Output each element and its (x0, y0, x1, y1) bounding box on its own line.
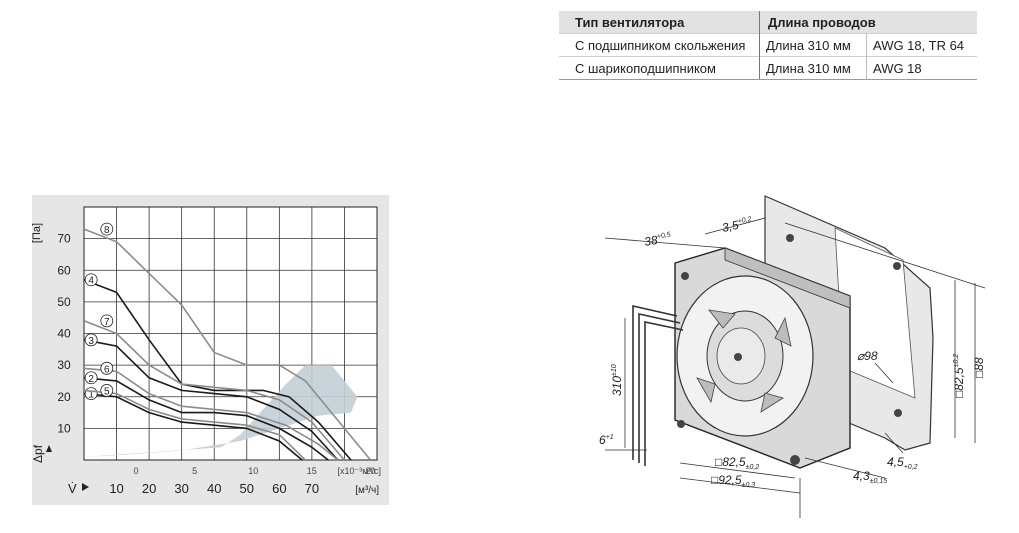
curve-label-5: 5 (104, 386, 110, 397)
x-bottom-tick-label: 60 (272, 481, 286, 496)
table-cell: Длина 310 мм (759, 56, 867, 80)
y-tick-label: 30 (57, 358, 71, 372)
y-axis-arrow (46, 445, 52, 452)
frame-hole (894, 409, 902, 417)
x-top-tick-label: 5 (192, 466, 197, 476)
table-header-row: Тип вентилятора Длина проводов (559, 11, 977, 34)
curve-2 (83, 377, 329, 461)
y-unit-label: [Па] (32, 223, 43, 243)
housing-top-edge (724, 247, 851, 309)
table-row: С подшипником скольжения Длина 310 мм AW… (559, 33, 977, 57)
x-top-unit: [x10⁻³м³/с] (338, 466, 381, 476)
cable-wires (632, 304, 684, 466)
table-cell: С подшипником скольжения (559, 33, 760, 57)
x-top-tick-label: 10 (248, 466, 258, 476)
mount-hole (677, 420, 685, 428)
x-bottom-tick-label: 40 (207, 481, 221, 496)
dim-82-5-bottom: □82,5±0,2 (715, 455, 759, 471)
x-top-tick-label: 15 (307, 466, 317, 476)
curve-marker-3 (84, 333, 98, 347)
table-cell: AWG 18 (866, 56, 977, 80)
y-tick-label: 20 (57, 390, 71, 404)
mount-hole (681, 272, 689, 280)
frame-hole (893, 262, 901, 270)
y-tick-label: 70 (57, 232, 71, 246)
x-top-tick-label: 20 (365, 466, 375, 476)
curve-label-8: 8 (104, 225, 110, 236)
x-bottom-unit: [м³/ч] (355, 485, 379, 496)
curve-label-6: 6 (104, 364, 110, 375)
curve-marker-8 (100, 222, 114, 236)
dim-4-3: 4,3±0,15 (853, 469, 887, 485)
dim-3-5: 3,5+0,2 (721, 215, 754, 235)
fan-blades (696, 309, 792, 413)
x-bottom-tick-label: 20 (142, 481, 156, 496)
dim-38: 38+0,5 (643, 230, 672, 249)
hub-center (734, 353, 742, 361)
x-top-tick-label: 0 (133, 466, 138, 476)
curve-label-2: 2 (88, 374, 94, 385)
curve-4 (83, 278, 352, 461)
dim-310: 310±10 (610, 364, 624, 396)
header-fan-type: Тип вентилятора (559, 11, 760, 34)
dim-92-5: □92,5±0,3 (711, 473, 755, 489)
curve-label-1: 1 (88, 390, 94, 401)
curve-3 (83, 339, 339, 461)
dim-6: 6+1 (599, 433, 614, 447)
y-tick-label: 60 (57, 263, 71, 277)
mount-hole (790, 455, 800, 465)
table-cell: AWG 18, TR 64 (866, 33, 977, 57)
x-bottom-tick-label: 30 (174, 481, 188, 496)
curve-marker-4 (84, 273, 98, 287)
curve-1 (83, 392, 303, 461)
curve-label-7: 7 (104, 317, 110, 328)
curve-label-3: 3 (88, 336, 94, 347)
table-cell: Длина 310 мм (759, 33, 867, 57)
dim-82-5-side: □82,5±0,2 (952, 354, 966, 398)
curve-label-4: 4 (88, 276, 94, 287)
y-tick-label: 50 (57, 295, 71, 309)
curve-5 (83, 389, 306, 461)
x-bottom-tick-label: 50 (240, 481, 254, 496)
x-bottom-tick-label: 70 (305, 481, 319, 496)
x-axis-arrow (82, 483, 89, 491)
x-axis-symbol: V̇ (68, 481, 77, 496)
operating-zone (84, 365, 358, 457)
dim-88: □88 (972, 357, 986, 378)
table-cell: С шарикоподшипником (559, 56, 760, 80)
dim-4-5: 4,5+0,2 (887, 455, 918, 471)
dimension-lines (604, 217, 986, 518)
fan-dimension-drawing: 38+0,5 3,5+0,2 310±10 6+1 ⌀98 □82,5±0,2 … (599, 195, 986, 518)
curve-7 (83, 320, 346, 461)
curve-6 (83, 367, 339, 461)
curve-marker-7 (100, 314, 114, 328)
y-axis-symbol: Δpf (32, 444, 45, 463)
frame-hole (786, 234, 794, 242)
cable-table: Тип вентилятора Длина проводов С подшипн… (559, 11, 977, 80)
curve-8 (83, 228, 372, 461)
table-row: С шарикоподшипником Длина 310 мм AWG 18 (559, 56, 977, 80)
curve-marker-5 (100, 384, 114, 397)
header-cable-length: Длина проводов (759, 11, 977, 34)
curve-marker-2 (84, 371, 98, 385)
y-tick-label: 40 (57, 327, 71, 341)
y-tick-label: 10 (57, 421, 71, 435)
x-bottom-tick-label: 10 (109, 481, 123, 496)
dim-98: ⌀98 (857, 349, 878, 363)
curve-marker-6 (100, 361, 114, 375)
